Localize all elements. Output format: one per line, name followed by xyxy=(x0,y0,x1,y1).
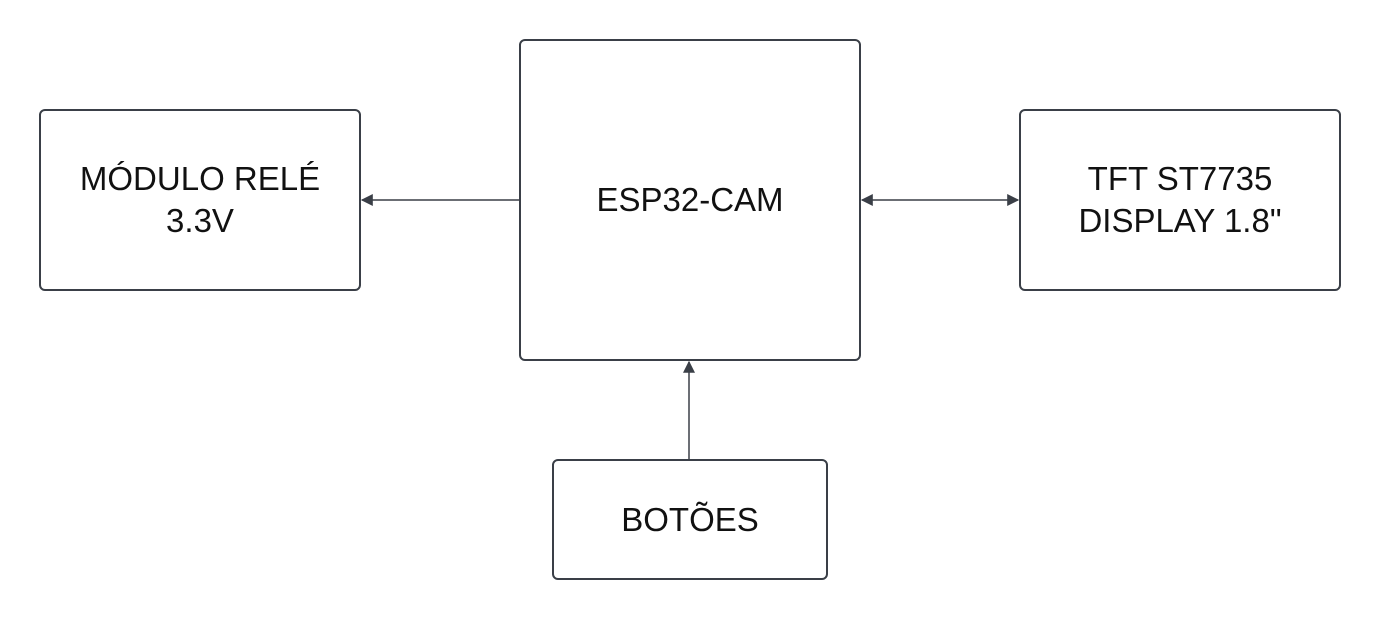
block-esp32-cam-line-1: ESP32-CAM xyxy=(596,181,784,218)
block-buttons-label: BOTÕES xyxy=(621,499,759,541)
block-esp32-cam: ESP32-CAM xyxy=(519,39,861,361)
block-relay-module: MÓDULO RELÉ 3.3V xyxy=(39,109,361,291)
block-tft-display: TFT ST7735 DISPLAY 1.8" xyxy=(1019,109,1341,291)
block-tft-display-line-2: DISPLAY 1.8" xyxy=(1078,202,1282,239)
block-esp32-cam-label: ESP32-CAM xyxy=(596,179,783,221)
block-relay-module-line-1: MÓDULO RELÉ xyxy=(79,160,321,197)
block-relay-module-label: MÓDULO RELÉ 3.3V xyxy=(80,158,320,242)
block-relay-module-line-2: 3.3V xyxy=(166,202,234,239)
block-buttons: BOTÕES xyxy=(552,459,828,580)
block-tft-display-line-1: TFT ST7735 xyxy=(1087,160,1273,197)
block-buttons-line-1: BOTÕES xyxy=(621,500,759,538)
block-tft-display-label: TFT ST7735 DISPLAY 1.8" xyxy=(1078,158,1281,242)
